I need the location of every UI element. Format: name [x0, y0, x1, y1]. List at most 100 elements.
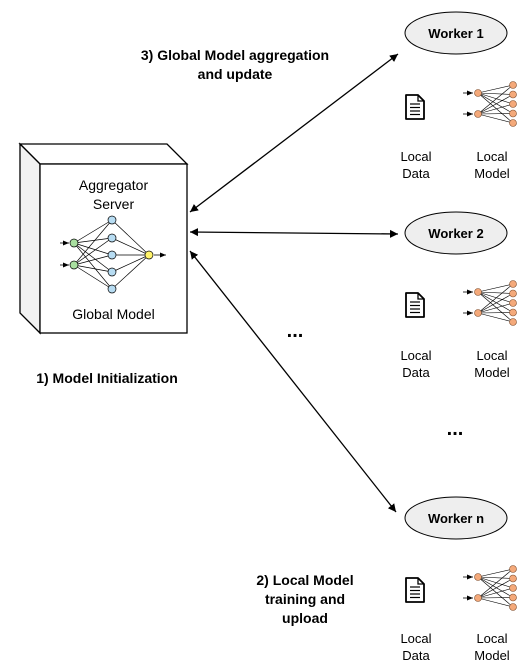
network-edge — [477, 94, 514, 115]
arrow-server-worker1 — [189, 53, 399, 213]
server-title: Aggregator Server — [56, 176, 171, 214]
step1-label: 1) Model Initialization — [36, 370, 178, 386]
network-edge — [477, 291, 514, 294]
local-input-node — [474, 309, 482, 317]
global-model-label: Global Model — [72, 306, 155, 322]
network-edge — [73, 242, 113, 273]
network-edge — [477, 291, 514, 313]
network-edge — [73, 264, 113, 290]
arrow-server-worker2 — [189, 228, 399, 238]
network-edge — [477, 283, 514, 314]
step2-line1: 2) Local Model — [256, 572, 354, 588]
network-edge — [477, 103, 514, 115]
local-hidden-node — [509, 584, 517, 592]
step3-label: 3) Global Model aggregation and update — [100, 46, 370, 84]
network-edge — [111, 237, 150, 256]
network-edge — [477, 576, 514, 608]
input-node — [69, 238, 79, 248]
network-edge — [111, 254, 150, 273]
worker-1-local-model-label: Local Model — [465, 148, 519, 182]
label-line: Local — [400, 348, 432, 363]
local-input-node — [474, 89, 482, 97]
label-line: Model — [474, 648, 510, 663]
hidden-node — [107, 215, 117, 225]
local-hidden-node — [509, 603, 517, 611]
network-edge — [477, 587, 514, 599]
label-line: Local — [400, 631, 432, 646]
hidden-node — [107, 284, 117, 294]
network-edge — [477, 92, 514, 124]
network-edge — [73, 219, 113, 244]
hidden-node — [107, 233, 117, 243]
network-edge — [73, 242, 113, 256]
label-line: Data — [402, 648, 430, 663]
network-edge — [73, 237, 113, 244]
step3-line1: 3) Global Model aggregation — [140, 47, 330, 63]
step2-label: 2) Local Model training and upload — [220, 571, 390, 628]
network-edge — [477, 283, 514, 293]
document-fold — [417, 293, 424, 300]
label-line: Model — [474, 365, 510, 380]
network-edge — [477, 84, 514, 94]
ellipsis-middle: ... — [286, 320, 304, 342]
local-hidden-node — [509, 318, 517, 326]
label-line: Local — [400, 149, 432, 164]
document-fold — [417, 578, 424, 585]
server-top-face — [18, 143, 189, 165]
network-edge — [477, 568, 514, 578]
worker-1-local-data-label: Local Data — [392, 148, 440, 182]
network-edge — [477, 312, 514, 323]
worker-n-local-data-label: Local Data — [392, 630, 440, 664]
local-hidden-node — [509, 109, 517, 118]
local-hidden-node — [509, 565, 517, 573]
input-node — [69, 260, 79, 270]
network-edge — [477, 576, 514, 589]
network-edge — [477, 291, 514, 323]
network-edge — [477, 113, 514, 124]
label-line: Data — [402, 166, 430, 181]
worker-1-ellipse — [404, 11, 508, 55]
network-edge — [73, 264, 113, 273]
network-edge — [477, 302, 514, 314]
worker-1-name: Worker 1 — [428, 26, 484, 41]
network-edge — [477, 597, 514, 608]
step2-line3: upload — [282, 610, 328, 626]
network-edge — [73, 254, 113, 266]
step2-line2: training and — [264, 591, 346, 607]
network-edge — [477, 92, 514, 105]
worker-2-name: Worker 2 — [428, 226, 484, 241]
network-edge — [477, 576, 514, 579]
aggregator-server — [18, 142, 189, 335]
network-edge — [73, 242, 113, 290]
worker-n-local-model-label: Local Model — [465, 630, 519, 664]
server-side-face — [19, 142, 41, 335]
local-input-node — [474, 573, 482, 581]
local-hidden-node — [509, 593, 517, 602]
server-title-line2: Server — [92, 196, 135, 212]
output-node — [144, 250, 154, 260]
label-line: Model — [474, 166, 510, 181]
label-line: Local — [476, 149, 508, 164]
network-edge — [73, 237, 113, 266]
network-edge — [477, 576, 514, 598]
network-edge — [477, 578, 514, 599]
worker-n-ellipse — [404, 496, 508, 540]
local-hidden-node — [509, 574, 517, 583]
local-input-node — [474, 110, 482, 118]
network-edge — [477, 291, 514, 304]
network-edge — [111, 219, 150, 256]
network-edge — [477, 312, 514, 314]
local-hidden-node — [509, 90, 517, 99]
worker-2-local-data-label: Local Data — [392, 347, 440, 381]
hidden-node — [107, 250, 117, 260]
server-front-face — [39, 163, 188, 334]
step3-line2: and update — [197, 66, 273, 82]
local-hidden-node — [509, 100, 517, 108]
network-edge — [477, 84, 514, 115]
local-hidden-node — [509, 81, 517, 89]
arrow-server-workern — [189, 250, 397, 513]
network-edge — [477, 113, 514, 115]
network-edge — [477, 92, 514, 114]
local-input-node — [474, 594, 482, 602]
